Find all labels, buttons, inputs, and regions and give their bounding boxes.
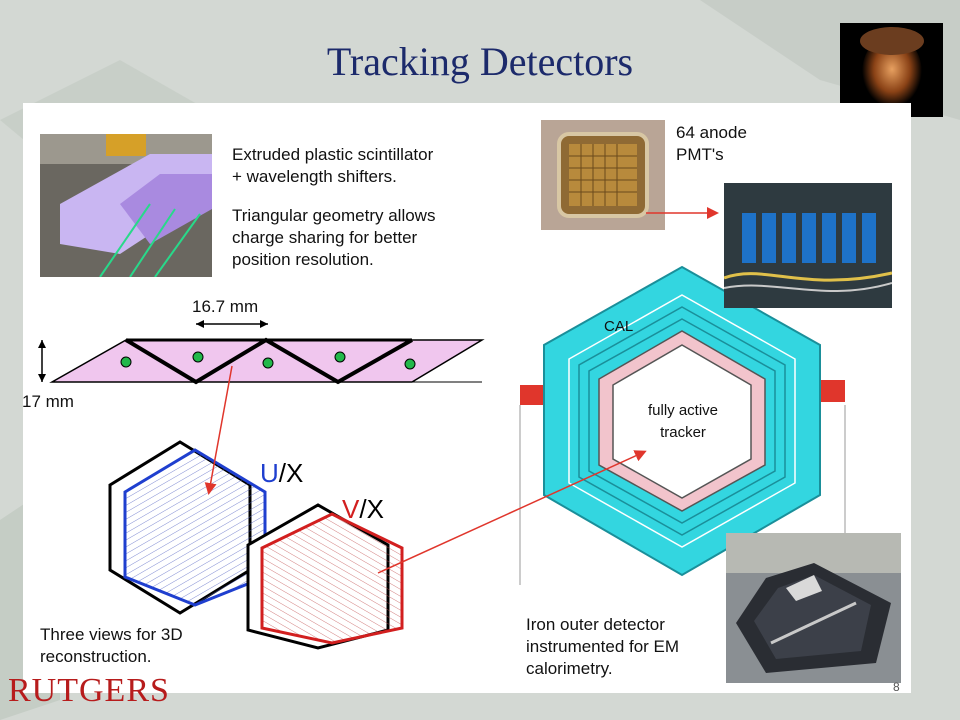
portrait-photo [840,23,943,117]
slide-title: Tracking Detectors [326,39,634,84]
pmt-photo [541,120,665,230]
pmt-rack-photo [724,183,892,308]
scintillator-photo [40,134,212,277]
width-dimension-label: 16.7 mm [192,297,259,316]
iron-detector-photo [726,533,901,683]
page-number: 8 [893,680,900,694]
three-views-caption: Three views for 3D reconstruction. [40,625,183,666]
geometry-description: Triangular geometry allows charge sharin… [232,206,436,269]
cal-label: CAL [604,318,634,335]
pmt-label: 64 anode PMT's [676,123,747,164]
v-view-label: V/X [342,494,384,524]
rutgers-logo: RUTGERS [8,672,170,709]
tracker-label: fully active tracker [647,402,719,441]
u-view-label: U/X [260,458,304,488]
iron-detector-caption: Iron outer detector instrumented for EM … [526,615,680,678]
strip-cross-section [38,320,485,385]
scintillator-description: Extruded plastic scintillator + waveleng… [232,145,434,186]
height-dimension-label: 17 mm [22,392,74,411]
